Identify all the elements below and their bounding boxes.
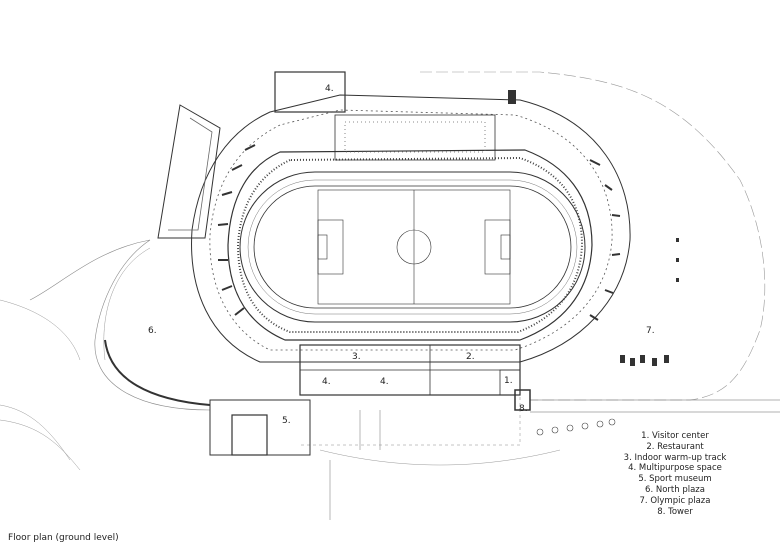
label-tower: 8. — [519, 404, 528, 414]
label-restaurant: 2. — [466, 352, 475, 362]
legend-item: 4. Multipurpose space — [628, 463, 722, 474]
legend: 1. Visitor center 2. Restaurant 3. Indoo… — [600, 431, 750, 517]
label-multipurpose-b: 4. — [380, 377, 389, 387]
legend-item: 3. Indoor warm-up track — [623, 452, 727, 463]
label-visitor-center: 1. — [504, 376, 513, 386]
caption: Floor plan (ground level) — [8, 533, 119, 543]
label-sport-museum: 5. — [282, 416, 291, 426]
legend-item: 6. North plaza — [645, 484, 705, 495]
legend-item: 5. Sport museum — [638, 474, 712, 485]
legend-item: 2. Restaurant — [646, 441, 704, 452]
label-warmup-track: 3. — [352, 352, 361, 362]
legend-item: 1. Visitor center — [641, 431, 709, 441]
label-multipurpose-a: 4. — [322, 377, 331, 387]
label-olympic-plaza: 7. — [646, 326, 655, 336]
legend-item: 8. Tower — [657, 506, 693, 517]
label-north-plaza: 6. — [148, 326, 157, 336]
legend-item: 7. Olympic plaza — [639, 495, 711, 506]
label-multipurpose-north: 4. — [325, 84, 334, 94]
